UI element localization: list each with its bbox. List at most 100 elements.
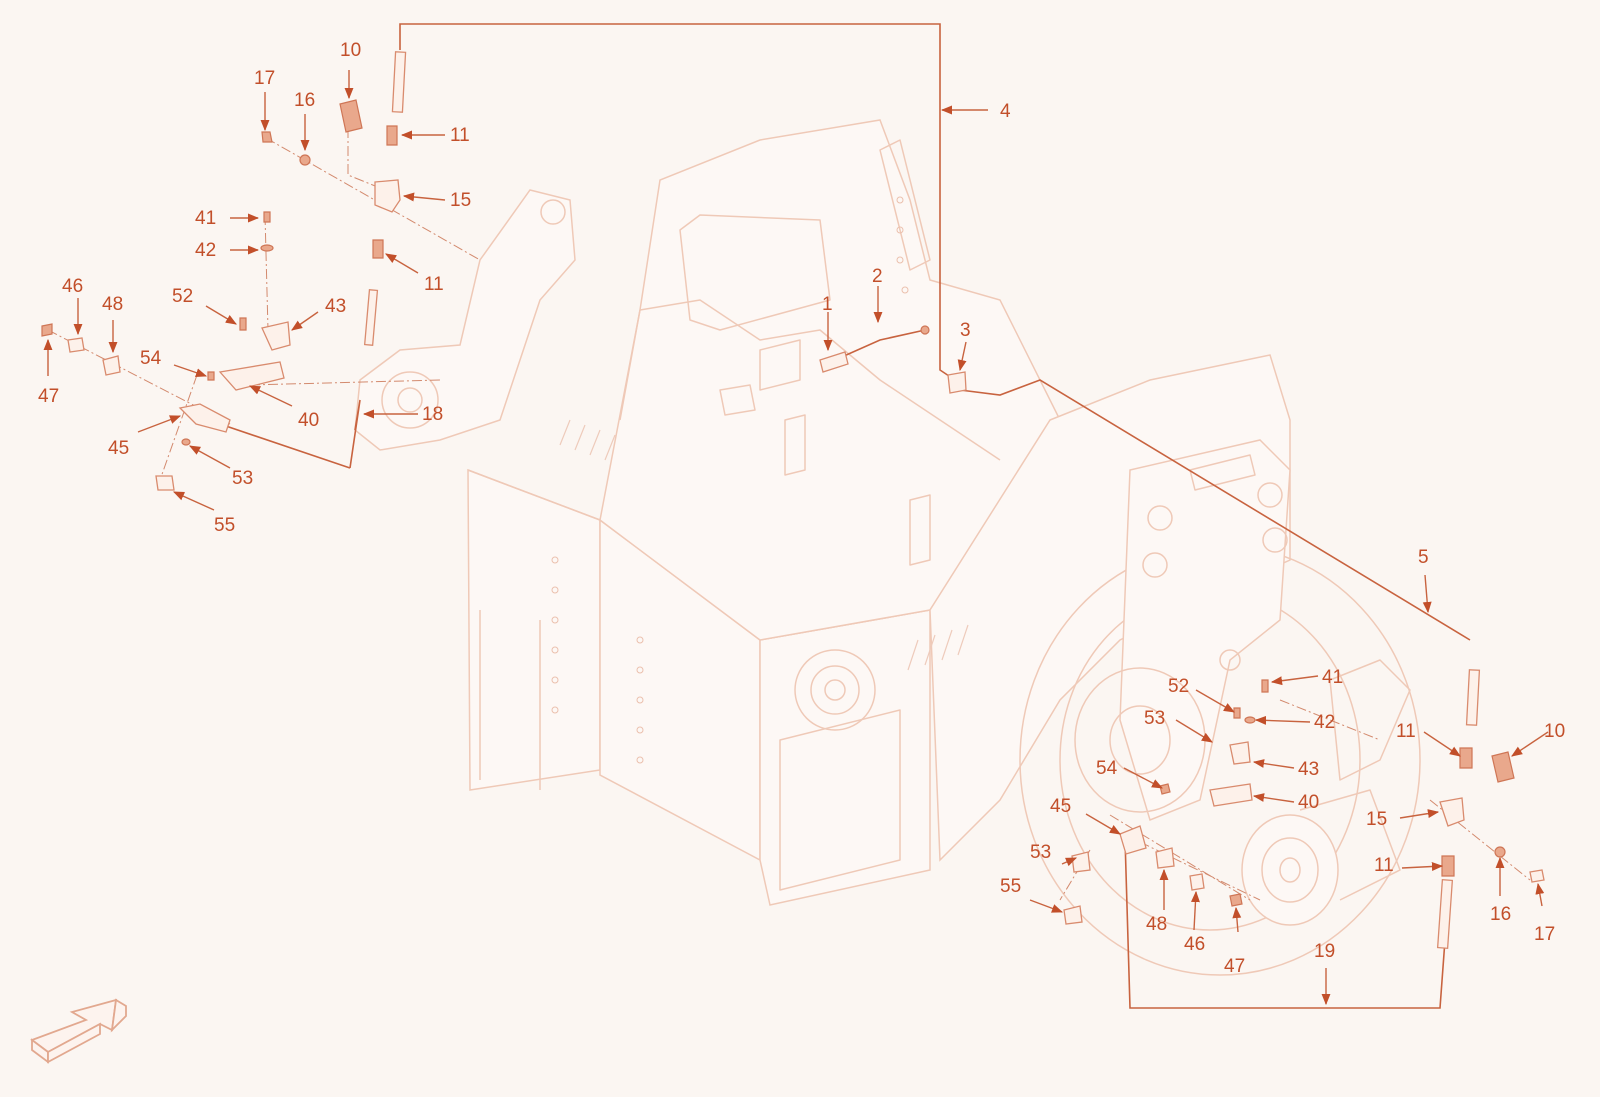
callout-46-right: 46 bbox=[1184, 934, 1205, 955]
callout-40-left: 40 bbox=[298, 410, 319, 431]
rod-top-left bbox=[391, 51, 407, 113]
part-2 bbox=[920, 325, 930, 335]
part-17-right bbox=[1529, 869, 1545, 883]
part-40-left bbox=[218, 361, 285, 391]
part-15-left bbox=[374, 179, 401, 213]
callout-15-left: 15 bbox=[450, 190, 471, 211]
part-55-left bbox=[155, 475, 175, 491]
part-55-right bbox=[1063, 905, 1083, 925]
part-11-left-top bbox=[386, 125, 398, 146]
part-17-left bbox=[261, 131, 273, 143]
part-11-right-lower bbox=[1441, 855, 1455, 877]
left-exploded-parts bbox=[41, 51, 481, 491]
right-exploded-parts bbox=[1059, 669, 1545, 949]
callout-5: 5 bbox=[1418, 547, 1429, 568]
frame-front-panel bbox=[759, 609, 931, 906]
callout-41-left: 41 bbox=[195, 208, 216, 229]
callout-labels: 10 17 16 11 15 41 42 11 46 48 52 43 54 4… bbox=[38, 40, 1565, 977]
callout-55-right: 55 bbox=[1000, 876, 1021, 897]
callout-45-left: 45 bbox=[108, 438, 129, 459]
callout-19: 19 bbox=[1314, 941, 1335, 962]
rod-right-upper bbox=[1465, 669, 1481, 726]
callout-54-right: 54 bbox=[1096, 758, 1118, 779]
callout-41-right: 41 bbox=[1322, 667, 1343, 688]
callout-53-right-lower: 53 bbox=[1030, 842, 1051, 863]
callout-45-right: 45 bbox=[1050, 796, 1071, 817]
part-11-left-lower bbox=[372, 239, 384, 259]
callout-42-left: 42 bbox=[195, 240, 216, 261]
part-52-left bbox=[239, 317, 247, 331]
part-10-right bbox=[1491, 751, 1515, 783]
rod-lower-left bbox=[363, 289, 379, 346]
callout-2: 2 bbox=[872, 266, 883, 287]
left-arm-assembly bbox=[354, 189, 576, 451]
callout-18: 18 bbox=[422, 404, 443, 425]
callout-48-right: 48 bbox=[1146, 914, 1167, 935]
callout-40-right: 40 bbox=[1298, 792, 1319, 813]
callout-55-left: 55 bbox=[214, 515, 235, 536]
part-46-right bbox=[1189, 873, 1205, 891]
callout-11-left-lower: 11 bbox=[424, 274, 444, 295]
center-parts bbox=[819, 325, 967, 394]
part-46-left bbox=[67, 337, 85, 353]
callout-1: 1 bbox=[822, 294, 833, 315]
callout-10-right: 10 bbox=[1544, 721, 1565, 742]
frame-left-panel bbox=[467, 468, 601, 791]
part-48-left bbox=[102, 355, 121, 376]
callout-47-left: 47 bbox=[38, 386, 59, 407]
callout-54-left: 54 bbox=[140, 348, 162, 369]
part-16-right bbox=[1494, 846, 1506, 858]
part-42-left bbox=[260, 244, 274, 252]
callout-16-right: 16 bbox=[1490, 904, 1511, 925]
callout-52-left: 52 bbox=[172, 286, 193, 307]
part-42-right bbox=[1244, 716, 1256, 724]
callout-43-left: 43 bbox=[325, 296, 346, 317]
callout-48-left: 48 bbox=[102, 294, 123, 315]
part-16-left bbox=[299, 154, 311, 166]
frame-right-bracket bbox=[1119, 439, 1291, 822]
orientation-arrow-icon bbox=[30, 998, 127, 1064]
callout-3: 3 bbox=[960, 320, 971, 341]
part-10-left bbox=[339, 99, 363, 133]
part-41-left bbox=[263, 211, 271, 223]
callout-11-left-top: 11 bbox=[450, 125, 470, 146]
part-52-right bbox=[1233, 707, 1241, 719]
machine-frame bbox=[354, 119, 1421, 976]
callout-10-left: 10 bbox=[340, 40, 361, 61]
part-3 bbox=[947, 371, 967, 394]
part-47-left bbox=[41, 323, 53, 337]
callout-15-right: 15 bbox=[1366, 809, 1387, 830]
callout-17-right: 17 bbox=[1534, 924, 1555, 945]
callout-53-right-upper: 53 bbox=[1144, 708, 1165, 729]
callout-52-right: 52 bbox=[1168, 676, 1189, 697]
part-54-left bbox=[207, 371, 215, 381]
part-48-right bbox=[1155, 847, 1175, 869]
leader-arrows bbox=[43, 70, 1549, 1006]
front-hub bbox=[794, 649, 876, 731]
part-53-left bbox=[181, 438, 191, 446]
callout-43-right: 43 bbox=[1298, 759, 1319, 780]
part-43-right bbox=[1229, 741, 1251, 765]
part-47-right bbox=[1229, 893, 1243, 907]
part-45-right bbox=[1119, 825, 1147, 855]
connection-lines bbox=[219, 23, 1471, 1009]
part-15-right bbox=[1439, 797, 1465, 827]
part-54-right bbox=[1159, 783, 1171, 795]
callout-17-left: 17 bbox=[254, 68, 275, 89]
callout-4: 4 bbox=[1000, 101, 1011, 122]
callout-46-left: 46 bbox=[62, 276, 83, 297]
part-41-right bbox=[1261, 679, 1269, 693]
part-43-left bbox=[261, 321, 291, 351]
part-45-left bbox=[178, 403, 231, 433]
callout-11-right-upper: 11 bbox=[1396, 721, 1416, 742]
rod-right-lower bbox=[1436, 879, 1454, 949]
callout-16-left: 16 bbox=[294, 90, 315, 111]
part-1 bbox=[819, 351, 849, 373]
callout-42-right: 42 bbox=[1314, 712, 1335, 733]
part-53-right bbox=[1071, 851, 1091, 873]
part-11-right-upper bbox=[1459, 747, 1473, 769]
drive-motor bbox=[1241, 814, 1339, 926]
callout-53-left: 53 bbox=[232, 468, 253, 489]
